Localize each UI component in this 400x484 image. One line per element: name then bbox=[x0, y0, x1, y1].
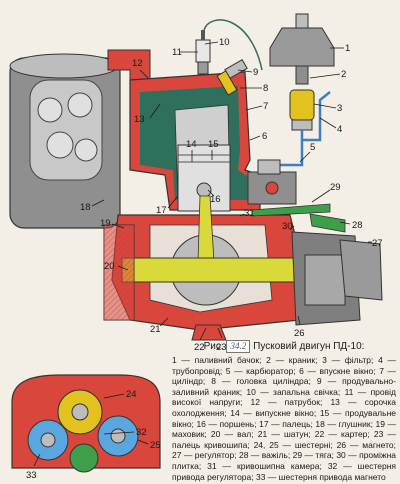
callout-16: 16 bbox=[210, 194, 221, 205]
priming-cock bbox=[216, 58, 248, 96]
callout-9: 9 bbox=[253, 67, 258, 78]
callout-29: 29 bbox=[330, 182, 341, 193]
callout-10: 10 bbox=[219, 37, 230, 48]
figure-legend: 1 — паливний бачок; 2 — краник; 3 — філь… bbox=[172, 355, 396, 482]
flywheel bbox=[103, 224, 135, 321]
callout-17: 17 bbox=[156, 205, 167, 216]
callout-15: 15 bbox=[208, 139, 219, 150]
callout-24: 24 bbox=[126, 389, 137, 400]
figure-prefix: Рис. bbox=[203, 341, 224, 353]
carburetor bbox=[247, 159, 297, 205]
callout-33: 33 bbox=[26, 470, 37, 481]
callout-32: 32 bbox=[136, 427, 147, 438]
fuel-tank bbox=[269, 13, 335, 85]
callout-7: 7 bbox=[263, 101, 268, 112]
callout-3: 3 bbox=[337, 103, 342, 114]
drain-plug bbox=[191, 324, 227, 341]
crankshaft bbox=[121, 257, 313, 283]
callout-14: 14 bbox=[186, 139, 197, 150]
governor bbox=[339, 239, 383, 301]
callout-28: 28 bbox=[352, 220, 363, 231]
callout-8: 8 bbox=[263, 83, 268, 94]
callout-23: 23 bbox=[216, 342, 227, 353]
linkage-rod bbox=[251, 203, 331, 217]
callout-25: 25 bbox=[150, 440, 161, 451]
callout-11-top: 11 bbox=[172, 47, 182, 58]
gear-32 bbox=[69, 443, 99, 473]
callout-31: 31 bbox=[244, 208, 255, 219]
callout-1: 1 bbox=[345, 43, 350, 54]
figure-number: 34.2 bbox=[226, 340, 251, 353]
callout-13: 13 bbox=[134, 114, 145, 125]
callout-27: 27 bbox=[372, 238, 383, 249]
callout-26: 26 bbox=[294, 328, 305, 339]
callout-18: 18 bbox=[80, 202, 91, 213]
callout-4: 4 bbox=[337, 124, 342, 135]
figure-title: Пусковий двигун ПД-10: bbox=[253, 341, 365, 353]
gear-train-inset bbox=[11, 374, 161, 473]
callout-6: 6 bbox=[262, 131, 267, 142]
lever bbox=[309, 213, 346, 233]
fuel-filter bbox=[289, 89, 315, 131]
muffler bbox=[9, 53, 121, 229]
ignition-wire bbox=[203, 19, 263, 71]
fuel-line bbox=[300, 91, 331, 142]
callout-5: 5 bbox=[310, 142, 315, 153]
callout-30: 30 bbox=[282, 221, 293, 232]
caption-title: Рис. 34.2 Пусковий двигун ПД-10: bbox=[172, 340, 396, 353]
callout-19: 19 bbox=[100, 218, 111, 229]
callout-20: 20 bbox=[104, 261, 115, 272]
callout-2: 2 bbox=[341, 69, 346, 80]
callout-21: 21 bbox=[150, 324, 161, 335]
leader-lines bbox=[33, 41, 372, 467]
callout-22: 22 bbox=[194, 342, 205, 353]
spark-plug bbox=[195, 30, 211, 75]
callout-12: 12 bbox=[132, 58, 143, 69]
callout-labels: 1 2 3 4 5 6 7 8 9 10 11 12 13 14 15 16 1… bbox=[26, 37, 383, 481]
figure-caption: Рис. 34.2 Пусковий двигун ПД-10: 1 — пал… bbox=[172, 340, 396, 482]
